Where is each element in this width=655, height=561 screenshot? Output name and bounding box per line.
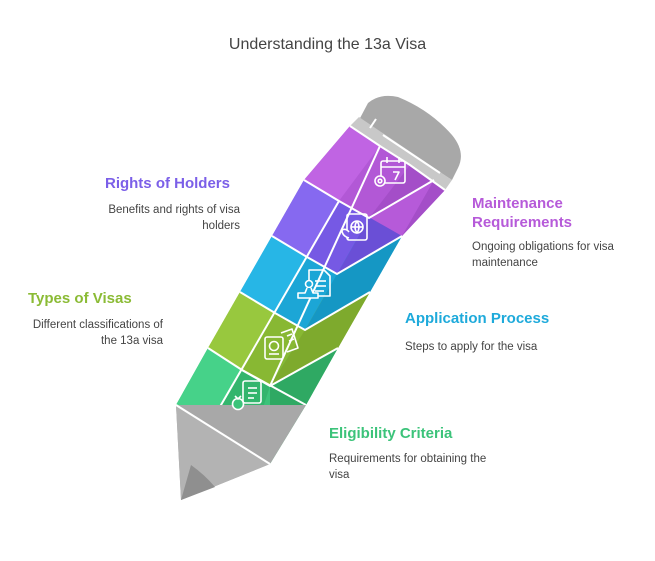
- passport-globe-icon: [341, 213, 368, 241]
- rights-desc: Benefits and rights of visa holders: [108, 204, 240, 232]
- application-label: Application Process: [405, 310, 550, 327]
- document-stamp-icon: [297, 269, 331, 299]
- pencil-ferrule: [350, 117, 452, 190]
- types-label: Types of Visas: [28, 290, 132, 307]
- application-desc: Steps to apply for the visa: [405, 341, 538, 353]
- calendar-gear-icon: [374, 157, 406, 187]
- passport-tickets-icon: [264, 328, 299, 360]
- pencil-eraser: [359, 95, 461, 180]
- maintenance-desc: Ongoing obligations for visa maintenance: [472, 241, 614, 269]
- eligibility-label: Eligibility Criteria: [329, 425, 453, 442]
- types-desc: Different classifications of the 13a vis…: [32, 319, 163, 347]
- eligibility-desc: Requirements for obtaining the visa: [329, 453, 487, 481]
- ring-document-icon: [231, 380, 262, 411]
- diagram-title: Understanding the 13a Visa: [228, 36, 427, 53]
- rights-label: Rights of Holders: [104, 175, 230, 192]
- maintenance-label: Maintenance Requirements: [472, 195, 573, 231]
